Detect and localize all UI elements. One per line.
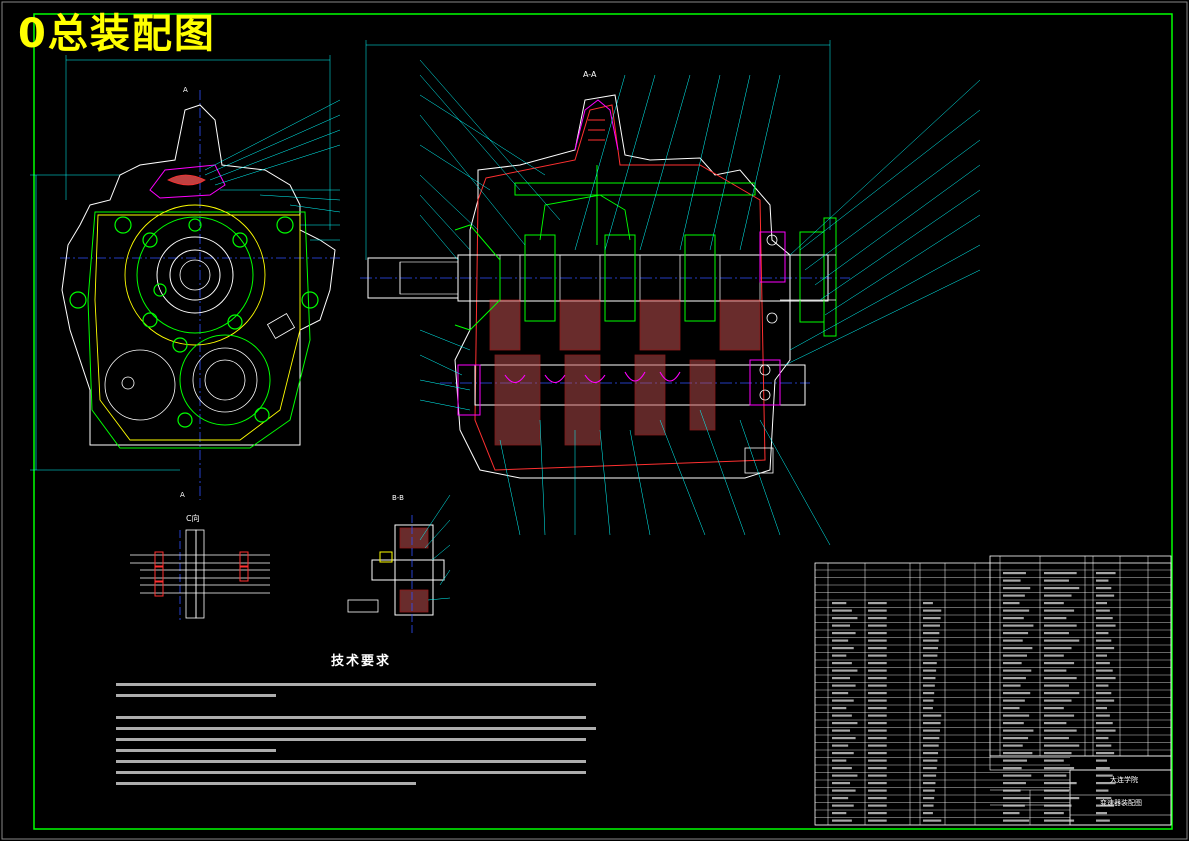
parts-list-table (814, 555, 1172, 826)
left-end-view (30, 55, 341, 500)
tech-requirements-body (116, 683, 596, 785)
section-aa-view (360, 40, 981, 546)
section-bb-label: B-B (392, 494, 404, 502)
title-block-company: 大连学院 (1110, 776, 1138, 784)
tech-requirements-heading: 技术要求 (331, 654, 392, 669)
drawing-title: 0总装配图 (18, 11, 216, 57)
section-mark-a-bottom: A (180, 491, 185, 499)
drawing-frame (33, 13, 1173, 830)
title-block-drawing-name: 变速器装配图 (1100, 799, 1142, 807)
section-aa-label: A-A (583, 70, 597, 79)
section-bb-view (347, 494, 451, 635)
section-mark-a-top: A (183, 86, 188, 94)
technical-requirements: 技术要求 (116, 650, 616, 809)
view-c (130, 529, 270, 620)
view-c-label: C向 (186, 513, 200, 523)
